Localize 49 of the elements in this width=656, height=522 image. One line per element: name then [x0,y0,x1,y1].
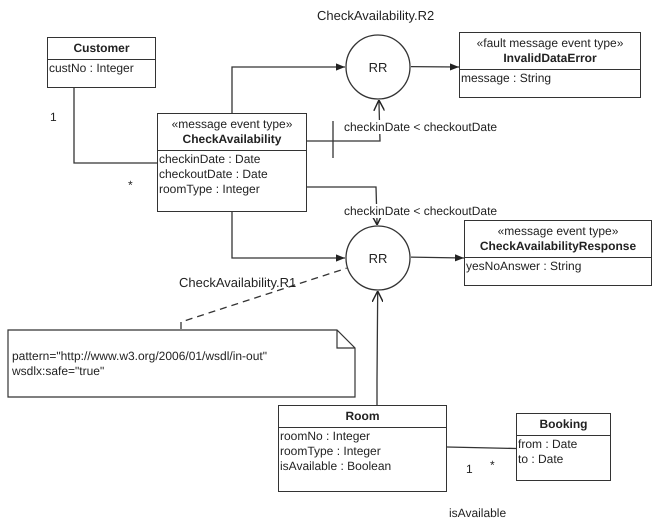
edge-label: checkinDate < checkoutDate [343,120,498,134]
attribute: roomType : Integer [280,444,382,459]
stereotype: «message event type» [498,224,618,239]
edge-label: checkinDate < checkoutDate [343,204,498,218]
attribute: message : String [461,71,552,86]
class-box [47,37,156,88]
arrow [411,63,459,71]
class-name: Room [346,409,380,424]
multiplicity-label: 1 [466,462,473,476]
arrow [371,290,384,405]
note-text: pattern="http://www.w3.org/2006/01/wsdl/in-out" [12,348,268,364]
arrow [231,63,345,113]
dashed-line [180,268,347,329]
note-text: wsdlx:safe="true" [12,364,106,378]
stereotype: «message event type» [172,117,292,132]
attribute: isAvailable : Boolean [280,459,392,474]
class-name: Booking [540,417,588,432]
rule-name: RR [368,60,388,74]
arrow [410,254,464,262]
class-name: InvalidDataError [503,51,597,66]
rule-name: RR [368,250,388,266]
association-line [446,446,516,450]
role-label: isAvailable [449,506,506,520]
stereotype: «fault message event type» [476,36,624,51]
class-box [459,32,641,98]
attribute: from : Date [518,437,578,452]
arrow [231,212,345,262]
attribute: checkoutDate : Date [159,167,269,182]
association-line [73,88,157,164]
note-shape [7,329,356,398]
arrow [307,99,386,142]
attribute: roomNo : Integer [280,429,372,444]
class-name: Customer [73,41,130,56]
class-box [516,413,611,481]
attribute: checkinDate : Date [159,152,262,167]
attribute: to : Date [518,452,564,467]
node-caption: CheckAvailability.R2 [317,8,434,23]
class-box [278,405,447,492]
attribute: yesNoAnswer : String [466,259,582,274]
class-name: CheckAvailability [182,132,282,147]
multiplicity-label: * [490,458,495,472]
attribute: roomType : Integer [159,182,261,197]
multiplicity-label: 1 [50,110,57,124]
multiplicity-label: * [128,178,133,192]
attribute: custNo : Integer [49,61,135,76]
class-name: CheckAvailabilityResponse [480,239,636,254]
node-caption: CheckAvailability.R1 [179,275,296,290]
class-box [157,113,307,212]
class-box [464,220,652,286]
